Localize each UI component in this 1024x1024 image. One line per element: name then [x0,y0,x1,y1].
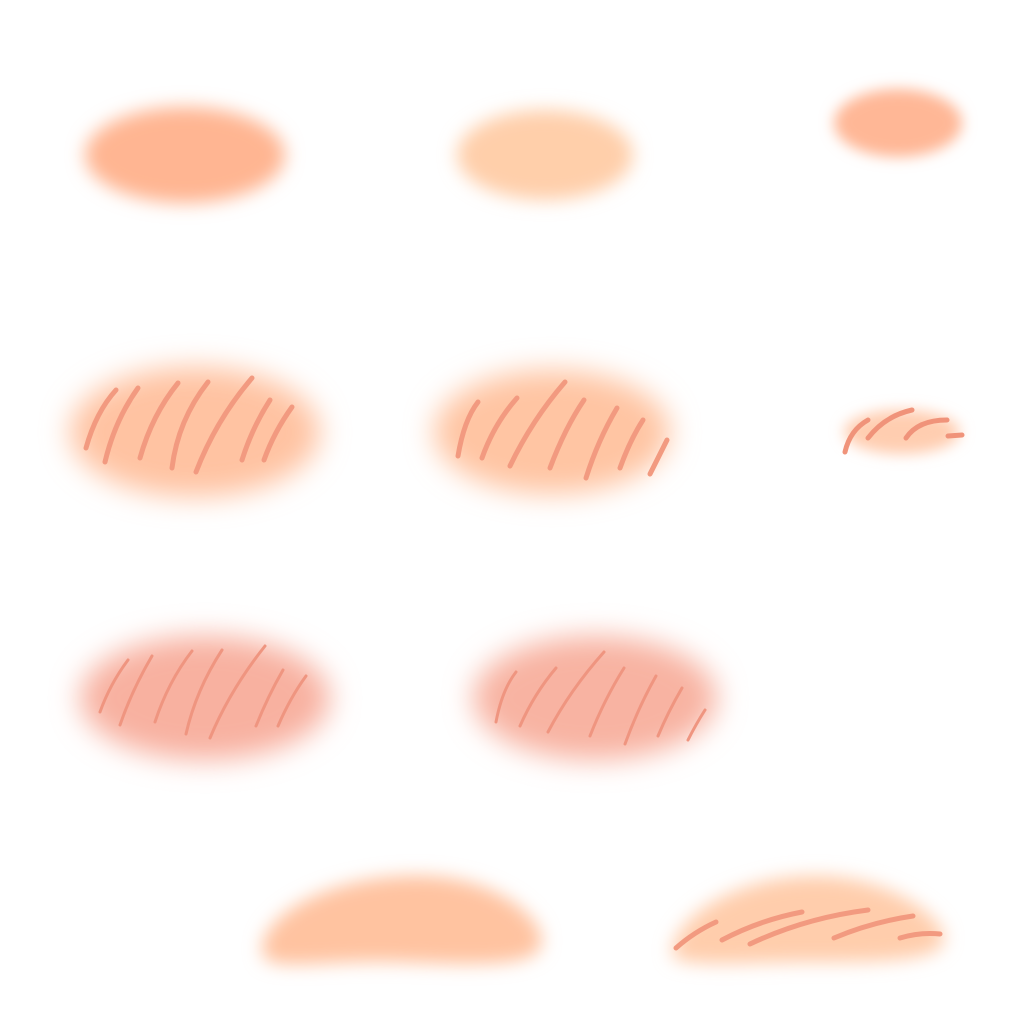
blush-mound-plain [262,875,543,965]
blush-oval-small [834,89,962,157]
hatch-strokes [673,907,943,951]
blush-oval-plain [85,107,285,203]
blush-oval-hatched-2 [434,370,670,494]
hatch-strokes [842,407,965,455]
blush-mound-hatched [671,875,945,964]
hatch-strokes [494,650,707,746]
blush-oval-light [457,110,633,200]
blush-pink-hatched-2 [473,636,717,760]
blush-oval-hatched-1 [70,367,320,497]
hatch-strokes [83,375,295,475]
hatch-strokes [455,379,670,481]
blush-small-hatched [842,407,965,455]
blush-pink-hatched-1 [80,636,330,760]
hatch-strokes [98,644,308,740]
